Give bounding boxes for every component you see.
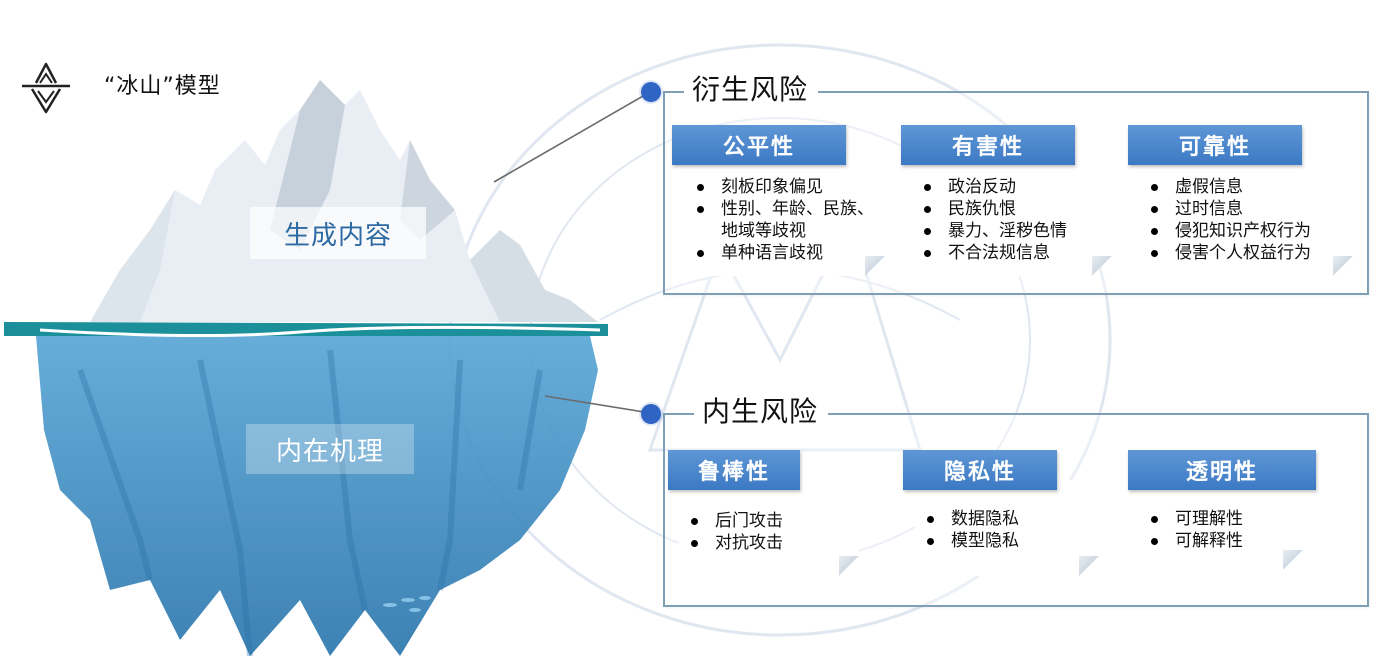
card-robustness: 后门攻击 对抗攻击	[679, 480, 859, 576]
card-item: 政治反动	[912, 176, 1067, 198]
card-item: 暴力、淫秽色情	[912, 220, 1067, 242]
card-fairness-header: 公平性	[672, 125, 846, 165]
internal-risk-title: 内生风险	[694, 392, 829, 432]
water-surface	[4, 322, 608, 336]
model-title: “冰山”模型	[104, 74, 221, 99]
card-item: 单种语言歧视	[685, 242, 874, 264]
derived-risk-dot	[641, 82, 661, 102]
card-item: 后门攻击	[679, 510, 783, 532]
card-fairness: 刻板印象偏见 性别、年龄、民族、 地域等歧视 单种语言歧视	[685, 150, 885, 276]
card-item: 模型隐私	[915, 530, 1019, 552]
card-item: 性别、年龄、民族、	[685, 198, 874, 220]
card-item: 可解释性	[1139, 530, 1243, 552]
card-item: 侵犯知识产权行为	[1139, 220, 1311, 242]
card-transparency: 可理解性 可解释性	[1139, 480, 1303, 570]
card-item: 不合法规信息	[912, 242, 1067, 264]
card-harmfulness: 政治反动 民族仇恨 暴力、淫秽色情 不合法规信息	[912, 150, 1112, 276]
card-item: 数据隐私	[915, 508, 1019, 530]
card-robustness-header: 鲁棒性	[668, 450, 800, 490]
card-item-continuation: 地域等歧视	[721, 221, 806, 241]
card-item: 可理解性	[1139, 508, 1243, 530]
card-item: 过时信息	[1139, 198, 1311, 220]
card-privacy: 数据隐私 模型隐私	[915, 480, 1099, 576]
card-item: 虚假信息	[1139, 176, 1311, 198]
card-item: 民族仇恨	[912, 198, 1067, 220]
iceberg-illustration	[4, 80, 608, 656]
card-harmfulness-header: 有害性	[901, 125, 1075, 165]
iceberg-icon	[22, 62, 70, 114]
internal-mechanism-label: 内在机理	[246, 424, 414, 474]
generated-content-label: 生成内容	[250, 207, 426, 259]
card-transparency-header: 透明性	[1128, 450, 1316, 490]
card-reliability: 虚假信息 过时信息 侵犯知识产权行为 侵害个人权益行为	[1139, 150, 1353, 276]
internal-risk-dot	[641, 404, 661, 424]
card-item: 侵害个人权益行为	[1139, 242, 1311, 264]
derived-risk-title: 衍生风险	[684, 70, 819, 110]
iceberg-underwater	[36, 336, 598, 656]
card-privacy-header: 隐私性	[903, 450, 1057, 490]
card-item: 对抗攻击	[679, 532, 783, 554]
card-reliability-header: 可靠性	[1128, 125, 1302, 165]
card-item: 刻板印象偏见	[685, 176, 874, 198]
